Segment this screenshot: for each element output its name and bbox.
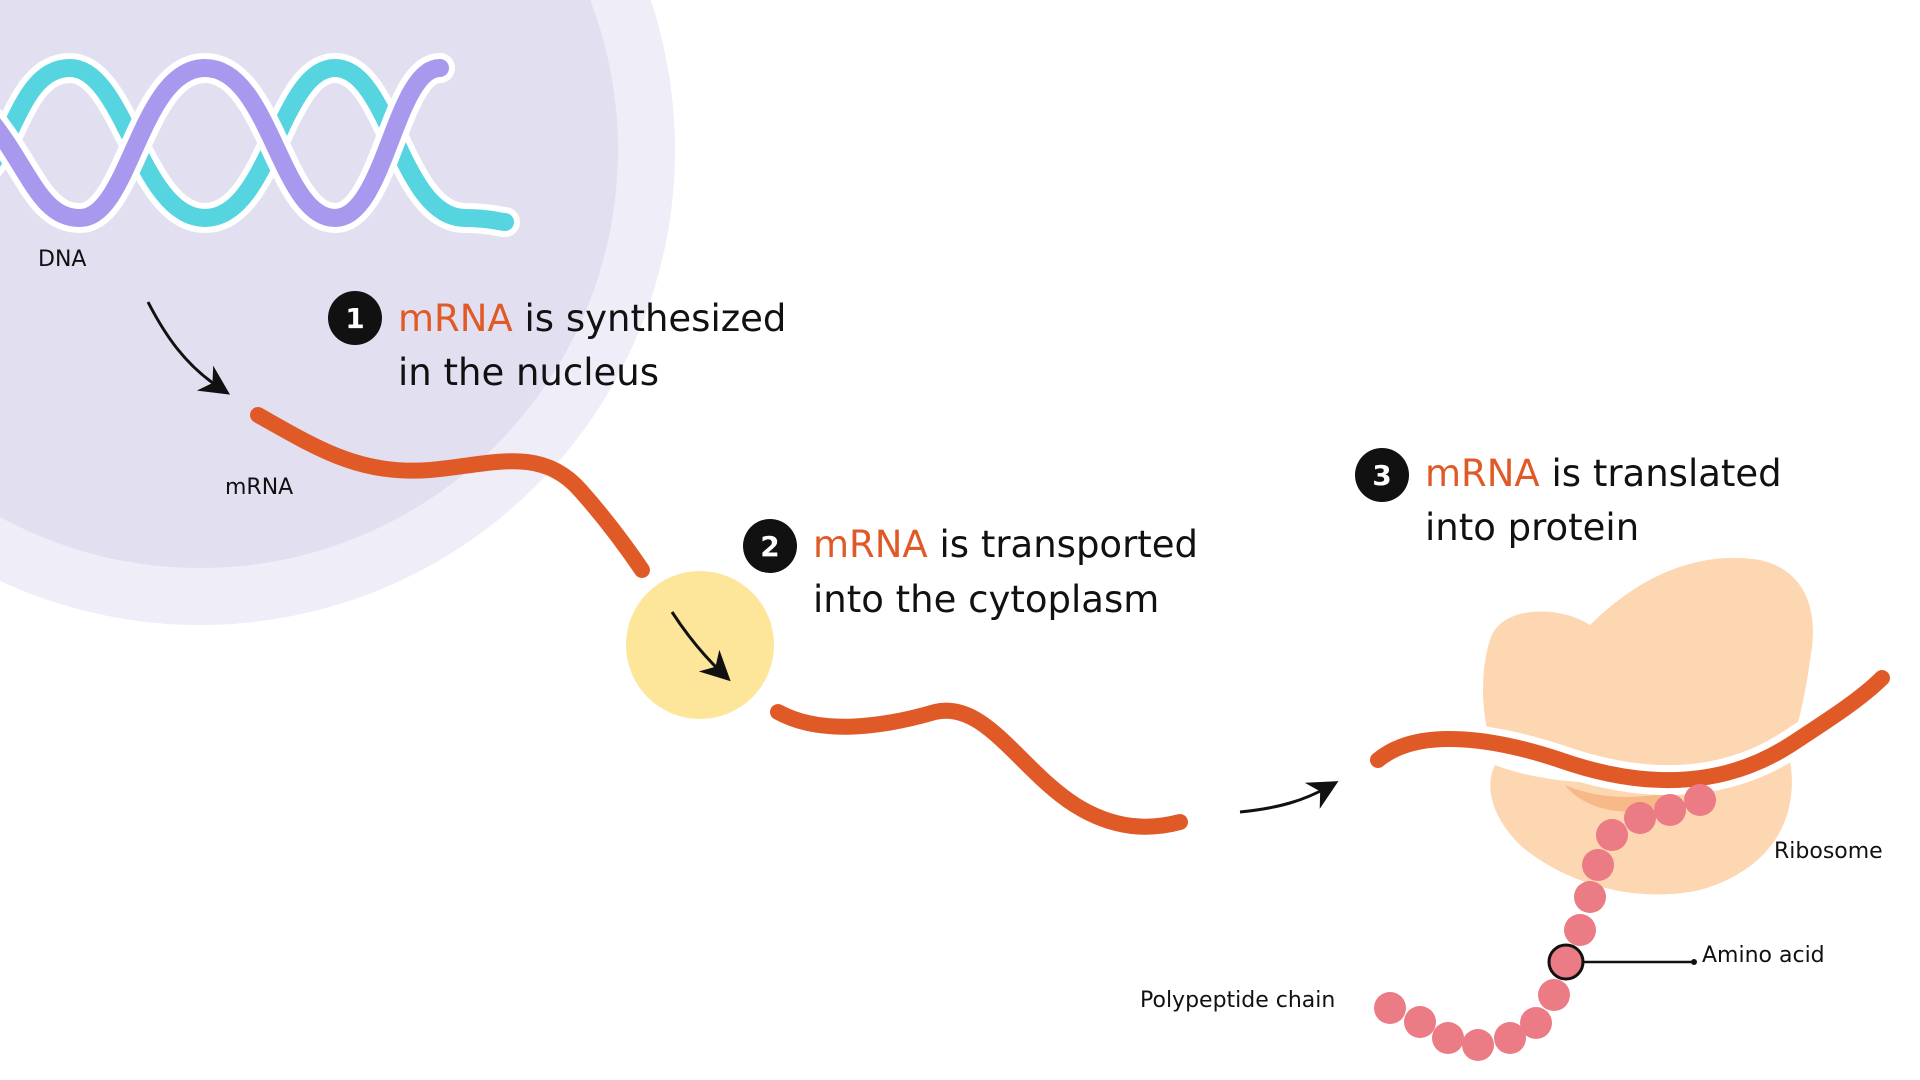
step-number-badge — [743, 519, 797, 573]
amino-acid-bead — [1404, 1006, 1436, 1038]
step-highlight: mRNA — [398, 297, 513, 340]
nucleus-body — [0, 0, 618, 568]
ribosome-large-subunit — [1483, 557, 1813, 775]
amino-acid-bead — [1596, 819, 1628, 851]
dna-label: DNA — [38, 247, 86, 272]
arrow-icon — [670, 611, 731, 682]
amino-acid-bead — [1654, 794, 1686, 826]
dna-strand-cyan — [0, 58, 514, 231]
amino-acid-bead — [1538, 979, 1570, 1011]
amino-acid-label: Amino acid — [1702, 943, 1825, 968]
amino-acid-callout-dot — [1691, 959, 1697, 965]
step-number-badge — [328, 291, 382, 345]
amino-acid-bead — [1462, 1029, 1494, 1061]
nuclear-pore — [626, 571, 774, 719]
mrna-strand-ribosome — [1370, 670, 1890, 789]
step-line-1-rest: is translated — [1540, 452, 1782, 495]
amino-acid-bead — [1520, 1007, 1552, 1039]
step-line-2: in the nucleus — [398, 351, 659, 394]
amino-acid-bead — [1432, 1022, 1464, 1054]
ribosome — [1483, 557, 1813, 895]
ribosome-tunnel — [1565, 785, 1680, 812]
step-number: 3 — [1372, 459, 1391, 492]
amino-acid-bead — [1582, 849, 1614, 881]
polypeptide-chain — [1374, 784, 1716, 1061]
ribosome-label: Ribosome — [1774, 839, 1883, 864]
dna-helix — [0, 52, 520, 237]
step-highlight: mRNA — [1425, 452, 1540, 495]
step-number: 1 — [345, 302, 364, 335]
step-line-1: mRNA is transported — [813, 523, 1198, 566]
step-1: 1 mRNA is synthesized in the nucleus — [328, 291, 786, 394]
amino-acid-bead — [1564, 914, 1596, 946]
step-line-1: mRNA is translated — [1425, 452, 1782, 495]
step-line-2: into protein — [1425, 506, 1639, 549]
mrna-strand-cytoplasm — [770, 702, 1188, 835]
mrna-label: mRNA — [225, 475, 293, 500]
step-line-1-rest: is transported — [928, 523, 1198, 566]
mrna-strand-nucleus — [250, 407, 650, 578]
step-line-1: mRNA is synthesized — [398, 297, 786, 340]
amino-acid-bead — [1374, 992, 1406, 1024]
arrow-icon — [1239, 781, 1339, 814]
amino-acid-bead — [1574, 881, 1606, 913]
step-line-1-rest: is synthesized — [513, 297, 787, 340]
step-number: 2 — [760, 530, 779, 563]
amino-acid-bead — [1494, 1022, 1526, 1054]
amino-acid-bead — [1684, 784, 1716, 816]
arrow-icon — [146, 301, 231, 395]
step-2: 2 mRNA is transported into the cytoplasm — [743, 519, 1198, 621]
amino-acid-bead — [1624, 802, 1656, 834]
step-line-2: into the cytoplasm — [813, 578, 1159, 621]
step-3: 3 mRNA is translated into protein — [1355, 448, 1782, 549]
step-number-badge — [1355, 448, 1409, 502]
amino-acid-highlighted — [1547, 943, 1585, 981]
dna-strand-purple — [0, 58, 449, 228]
polypeptide-chain-label: Polypeptide chain — [1140, 988, 1335, 1013]
step-highlight: mRNA — [813, 523, 928, 566]
